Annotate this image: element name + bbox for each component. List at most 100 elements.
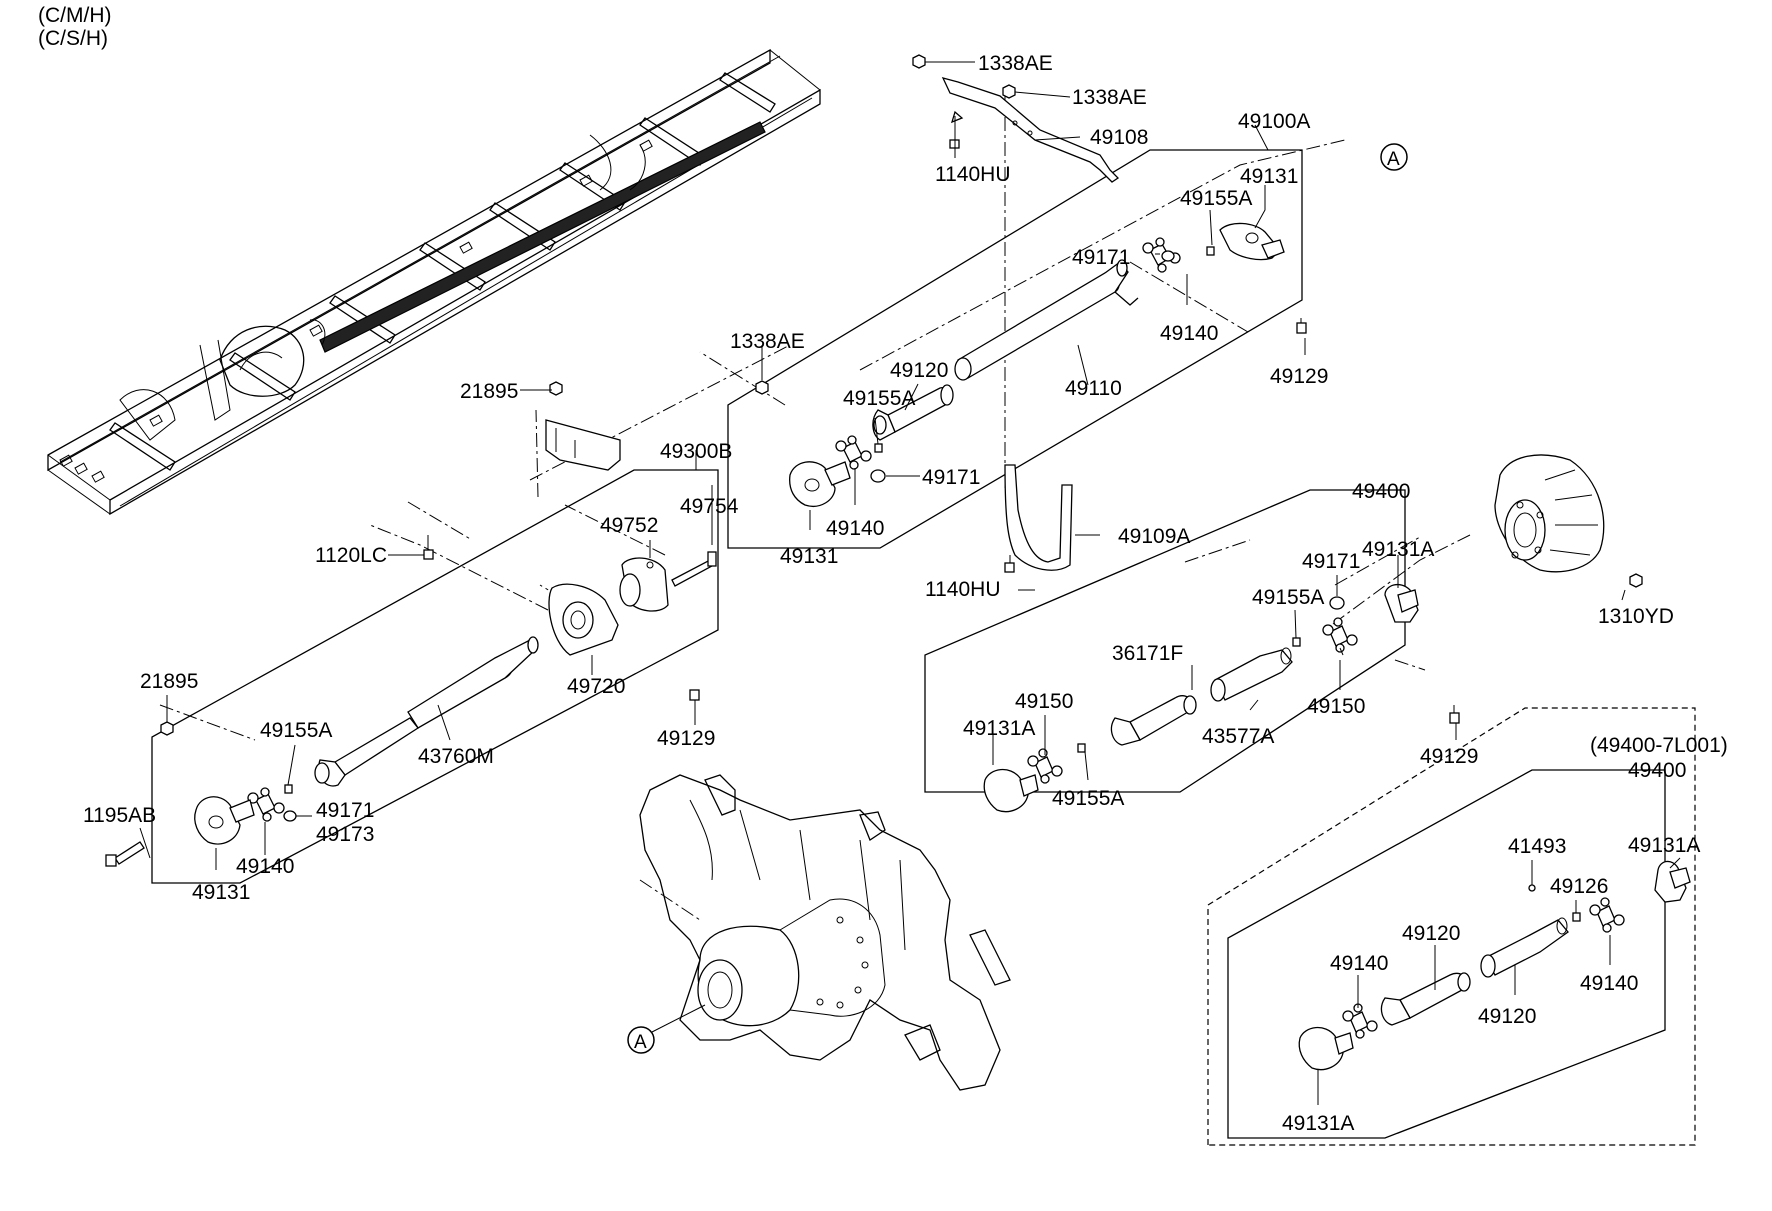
leader-lines bbox=[139, 61, 1681, 1105]
label-49171-a: 49171 bbox=[1072, 246, 1130, 269]
nut-1338ae-b bbox=[1002, 84, 1016, 99]
label-49131a-a: 49131A bbox=[1362, 538, 1434, 561]
slip-yoke-49120-upper bbox=[872, 384, 954, 441]
label-49140-d: 49140 bbox=[1330, 952, 1388, 975]
label-49126: 49126 bbox=[1550, 875, 1608, 898]
label-49131-b: 49131 bbox=[780, 545, 838, 568]
flange-yoke-49131-mid bbox=[789, 461, 851, 507]
label-49720: 49720 bbox=[567, 675, 625, 698]
flange-yoke-49131a-d bbox=[1298, 1026, 1354, 1071]
bolt-49129-c bbox=[1449, 705, 1460, 724]
label-49754: 49754 bbox=[680, 495, 739, 518]
label-49109a: 49109A bbox=[1118, 525, 1190, 548]
grease-nipple-49155a-c bbox=[284, 784, 293, 794]
label-49131a-d: 49131A bbox=[1282, 1112, 1354, 1135]
label-49300b: 49300B bbox=[660, 440, 732, 463]
label-21895-a: 21895 bbox=[460, 380, 518, 403]
chassis-frame-illustration bbox=[47, 48, 821, 516]
part-labels: 1338AE 1338AE 49108 1140HU 49100A 49131 … bbox=[83, 52, 1728, 1135]
flange-yoke-49131-upper bbox=[1219, 222, 1285, 261]
hanger-bracket-49109a bbox=[1004, 464, 1073, 573]
propeller-shaft-43760m bbox=[314, 636, 539, 787]
label-49131-a: 49131 bbox=[1240, 165, 1298, 188]
grease-nipple-49155a-d bbox=[1292, 637, 1301, 647]
callout-a-top: A bbox=[1380, 143, 1408, 171]
label-49150-b: 49150 bbox=[1307, 695, 1365, 718]
label-49155a-d: 49155A bbox=[1252, 586, 1324, 609]
grease-nipple-49155a-e bbox=[1077, 743, 1086, 753]
propeller-shaft-49110 bbox=[954, 259, 1139, 381]
label-49100a: 49100A bbox=[1238, 110, 1310, 133]
model-code-cmh: (C/M/H) bbox=[38, 4, 111, 27]
nut-1338ae-a bbox=[912, 54, 926, 69]
label-49129-a: 49129 bbox=[1270, 365, 1328, 388]
svg-text:A: A bbox=[634, 1032, 647, 1053]
label-41493: 41493 bbox=[1508, 835, 1566, 858]
label-49120-b: 49120 bbox=[1402, 922, 1460, 945]
u-joint-49140-e bbox=[1342, 1003, 1378, 1039]
bolt-1195ab bbox=[105, 841, 145, 867]
label-49155a-a: 49155A bbox=[1180, 187, 1252, 210]
label-1140hu-b: 1140HU bbox=[925, 578, 1001, 601]
label-1195ab: 1195AB bbox=[83, 804, 156, 827]
label-49131a-b: 49131A bbox=[963, 717, 1035, 740]
label-49171-d: 49171 bbox=[1302, 550, 1360, 573]
label-1140hu-a: 1140HU bbox=[935, 163, 1011, 186]
label-43760m: 43760M bbox=[418, 745, 494, 768]
label-49129-b: 49129 bbox=[657, 727, 715, 750]
grease-nipple-49126 bbox=[1572, 912, 1581, 922]
snap-ring-49171-b bbox=[870, 469, 886, 483]
label-49155a-e: 49155A bbox=[1052, 787, 1124, 810]
grease-nipple-49155a-b bbox=[874, 443, 883, 453]
bolt-1120lc bbox=[423, 535, 434, 560]
bracket-21895-a bbox=[545, 381, 621, 471]
label-49400-a: 49400 bbox=[1352, 480, 1410, 503]
group-box-49400-7l001 bbox=[1207, 707, 1696, 1146]
label-49120-c: 49120 bbox=[1478, 1005, 1536, 1028]
label-49140-a: 49140 bbox=[1160, 322, 1218, 345]
flange-yoke-49131a-left bbox=[983, 768, 1039, 813]
label-49150-a: 49150 bbox=[1015, 690, 1073, 713]
grease-nipple-41493 bbox=[1528, 875, 1536, 892]
label-49129-c: 49129 bbox=[1420, 745, 1478, 768]
u-joint-49140-upper-left bbox=[835, 435, 872, 470]
label-49140-b: 49140 bbox=[826, 517, 884, 540]
label-49120-a: 49120 bbox=[890, 359, 948, 382]
label-49752: 49752 bbox=[600, 514, 658, 537]
group-box-49400 bbox=[924, 489, 1406, 793]
propeller-shaft-49120-c bbox=[1480, 917, 1569, 978]
flange-yoke-49131a-right bbox=[1384, 583, 1419, 623]
bolt-49754 bbox=[671, 551, 717, 587]
u-joint-49140-d bbox=[1589, 897, 1625, 933]
label-49140-e: 49140 bbox=[1580, 972, 1638, 995]
label-49171-b: 49171 bbox=[922, 466, 980, 489]
nut-1338ae-c bbox=[755, 380, 769, 395]
group-box-49300b bbox=[151, 469, 719, 884]
model-code-csh: (C/S/H) bbox=[38, 27, 108, 50]
label-49140-c: 49140 bbox=[236, 855, 294, 878]
propeller-shaft-43577a bbox=[1210, 647, 1293, 702]
axle-hub-1310yd bbox=[1494, 454, 1643, 588]
slip-yoke-36171f bbox=[1110, 695, 1197, 746]
group-box-49100a bbox=[727, 149, 1303, 549]
label-49155a-b: 49155A bbox=[843, 387, 915, 410]
u-joint-49150-left bbox=[1027, 748, 1063, 784]
rear-axle-differential bbox=[639, 774, 1011, 1091]
flange-yoke-49131a-c bbox=[1654, 860, 1691, 903]
label-49400-b: 49400 bbox=[1628, 759, 1686, 782]
label-49110: 49110 bbox=[1065, 377, 1122, 400]
label-49131a-c: 49131A bbox=[1628, 834, 1700, 857]
u-joint-49150-right bbox=[1322, 617, 1358, 653]
bolt-49129-b bbox=[689, 689, 700, 715]
label-49155a-c: 49155A bbox=[260, 719, 332, 742]
label-49131-c: 49131 bbox=[192, 881, 250, 904]
bolt-49129-a bbox=[1296, 318, 1307, 334]
label-1310yd: 1310YD bbox=[1598, 605, 1674, 628]
slip-yoke-49120-b bbox=[1380, 972, 1471, 1026]
label-36171f: 36171F bbox=[1112, 642, 1183, 665]
label-43577a: 43577A bbox=[1202, 725, 1274, 748]
grease-nipple-49155a-a bbox=[1206, 246, 1215, 256]
label-1338ae-a: 1338AE bbox=[978, 52, 1053, 75]
snap-ring-49171-d bbox=[1329, 596, 1345, 610]
